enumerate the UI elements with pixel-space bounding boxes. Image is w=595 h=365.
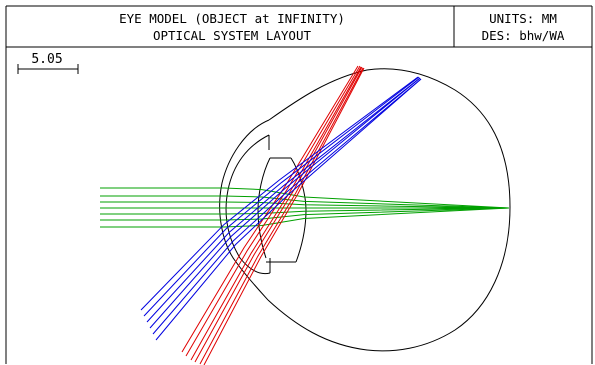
- lower-field-ray-5: [152, 78, 422, 335]
- scale-bar: 5.05: [17, 52, 79, 74]
- ray-bundle-field-lower: [140, 76, 422, 341]
- lower-field-ray-2: [143, 76, 420, 317]
- ray-bundle-axial: [100, 187, 510, 228]
- lower-field-ray-3: [146, 77, 421, 323]
- lens-front-surface: [257, 157, 271, 259]
- crystalline-lens: [257, 157, 307, 263]
- ray-bundle-field-upper: [181, 65, 365, 365]
- lens-back-surface: [290, 157, 307, 263]
- designer-label: DES: bhw/WA: [482, 28, 565, 43]
- title-block: EYE MODEL (OBJECT at INFINITY) OPTICAL S…: [5, 5, 593, 364]
- axial-ray-1: [100, 187, 510, 209]
- axial-ray-2: [100, 195, 510, 209]
- upper-field-ray-3: [190, 66, 362, 361]
- axial-ray-3: [100, 201, 510, 209]
- lower-field-ray-4: [149, 77, 421, 329]
- units-label: UNITS: MM: [489, 11, 557, 26]
- upper-field-ray-5: [199, 67, 364, 365]
- lower-field-ray-1: [140, 76, 419, 311]
- axial-ray-5: [100, 207, 510, 215]
- title-line-1: EYE MODEL (OBJECT at INFINITY): [119, 11, 345, 26]
- upper-field-ray-2: [185, 65, 361, 357]
- eye-globe: [267, 68, 511, 352]
- scale-bar-label: 5.05: [31, 52, 62, 67]
- title-line-2: OPTICAL SYSTEM LAYOUT: [153, 28, 312, 43]
- upper-field-ray-1: [181, 65, 359, 353]
- upper-field-ray-6: [203, 67, 365, 365]
- axial-ray-7: [100, 207, 510, 228]
- lower-field-ray-6: [155, 78, 422, 341]
- upper-field-ray-4: [194, 66, 363, 363]
